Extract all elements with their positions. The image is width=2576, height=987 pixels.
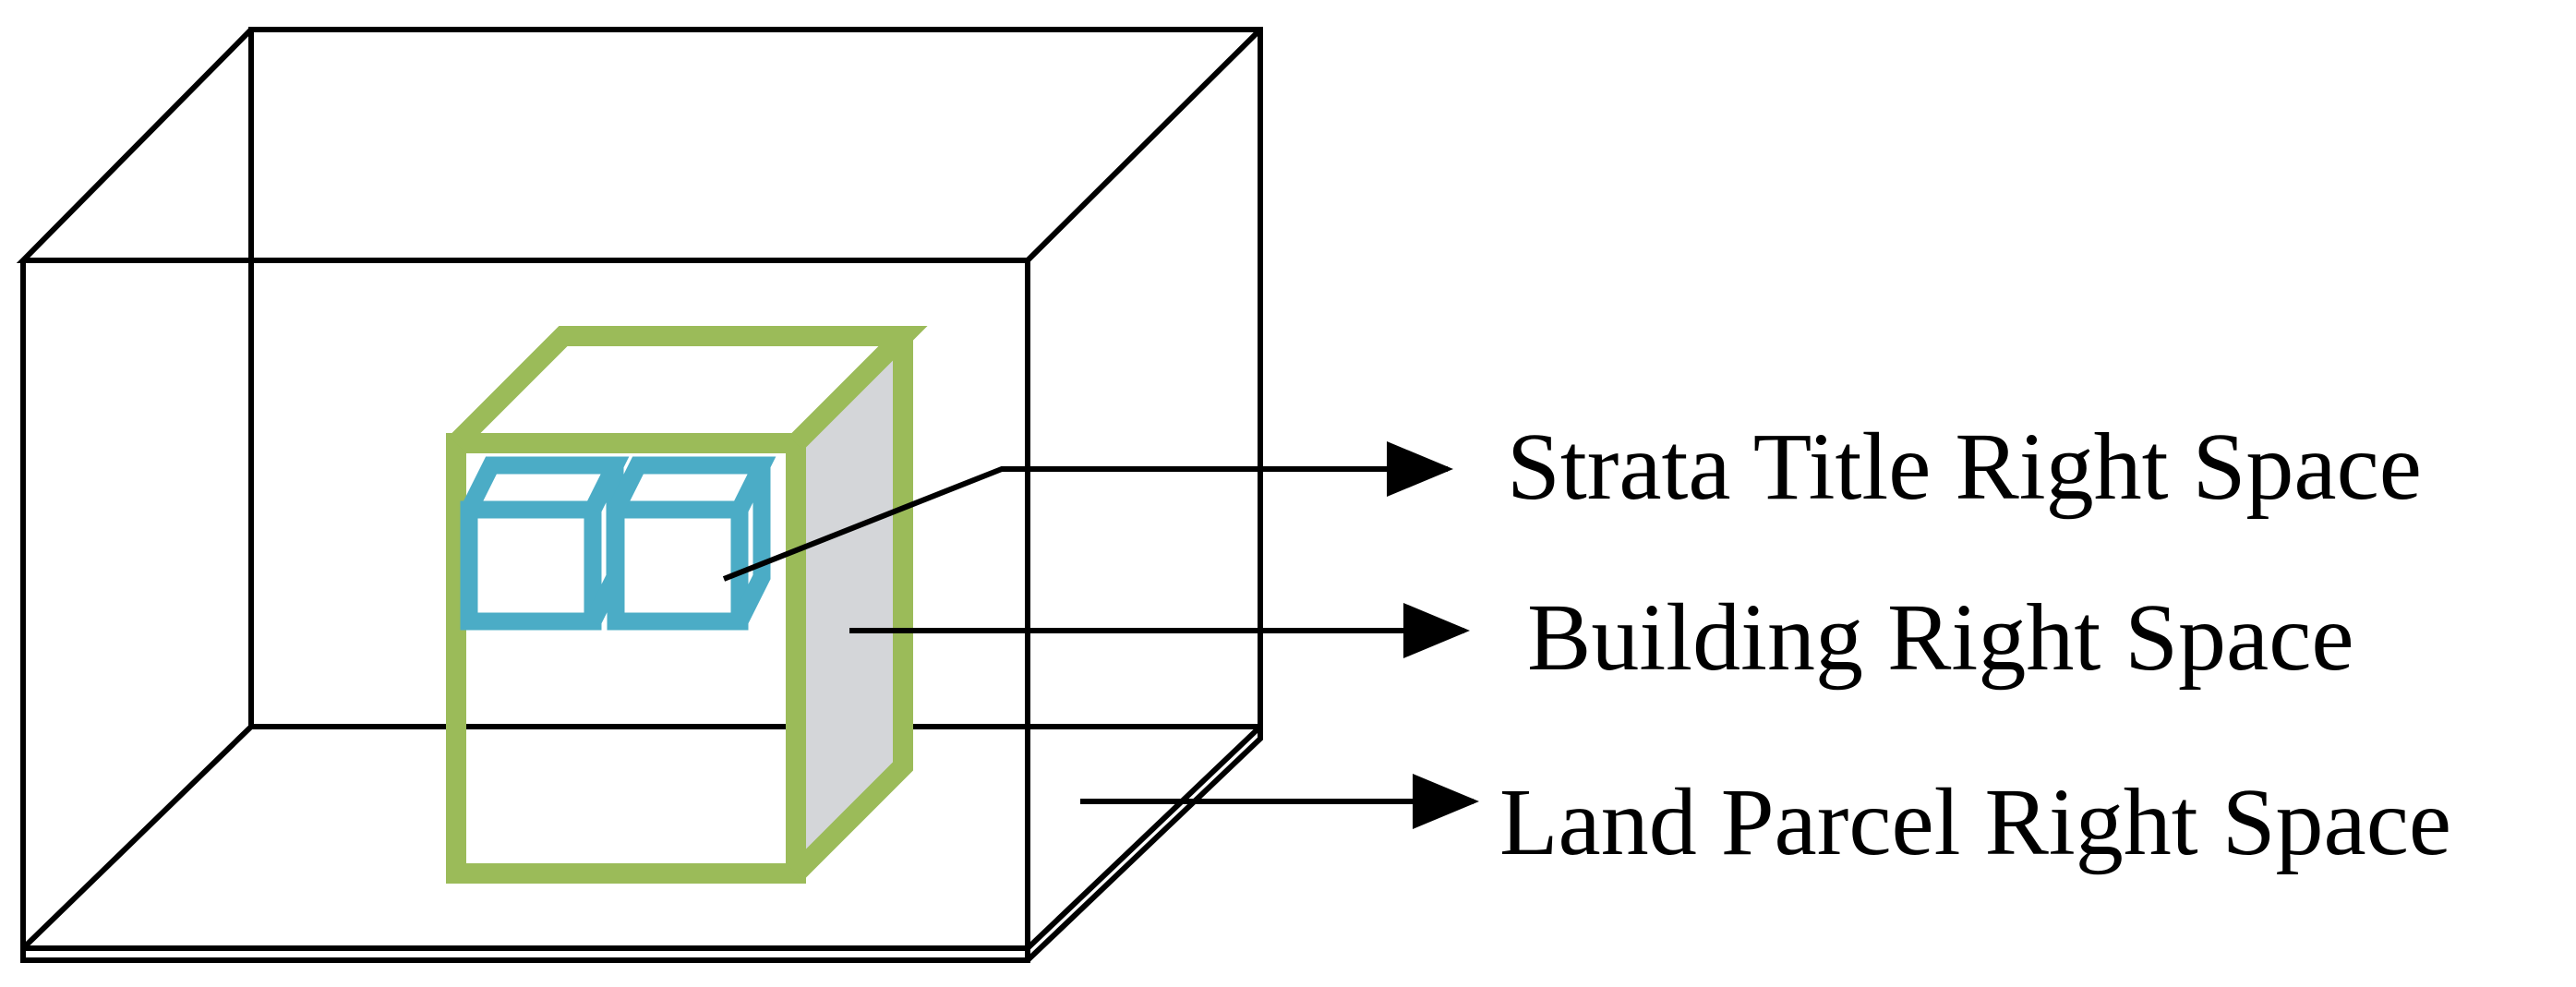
building-box (446, 326, 928, 884)
land-parcel-label: Land Parcel Right Space (1499, 769, 2451, 875)
land-parcel-top-edges (16, 27, 1263, 263)
building-side-face (796, 336, 903, 873)
land-parcel-back-face (248, 27, 1263, 729)
strata-unit-right-top (608, 456, 776, 626)
strata-unit-right (607, 456, 776, 631)
building-front-face (446, 433, 806, 884)
strata-unit-left-front (460, 500, 602, 631)
leader-lines (722, 441, 1479, 829)
land-parcel-bottom-edges (20, 724, 1263, 951)
land-parcel-front-face (20, 260, 1030, 951)
building-top-face (449, 326, 928, 451)
building-label: Building Right Space (1527, 584, 2354, 691)
strata-arrow (722, 441, 1453, 582)
land-parcel-box (16, 27, 1263, 963)
building-side-edges (788, 336, 913, 881)
ground-slab (20, 727, 1263, 963)
strata-units (460, 456, 776, 631)
strata-title-label: Strata Title Right Space (1507, 414, 2422, 520)
strata-unit-left (460, 456, 630, 631)
strata-unit-right-front (607, 500, 749, 631)
